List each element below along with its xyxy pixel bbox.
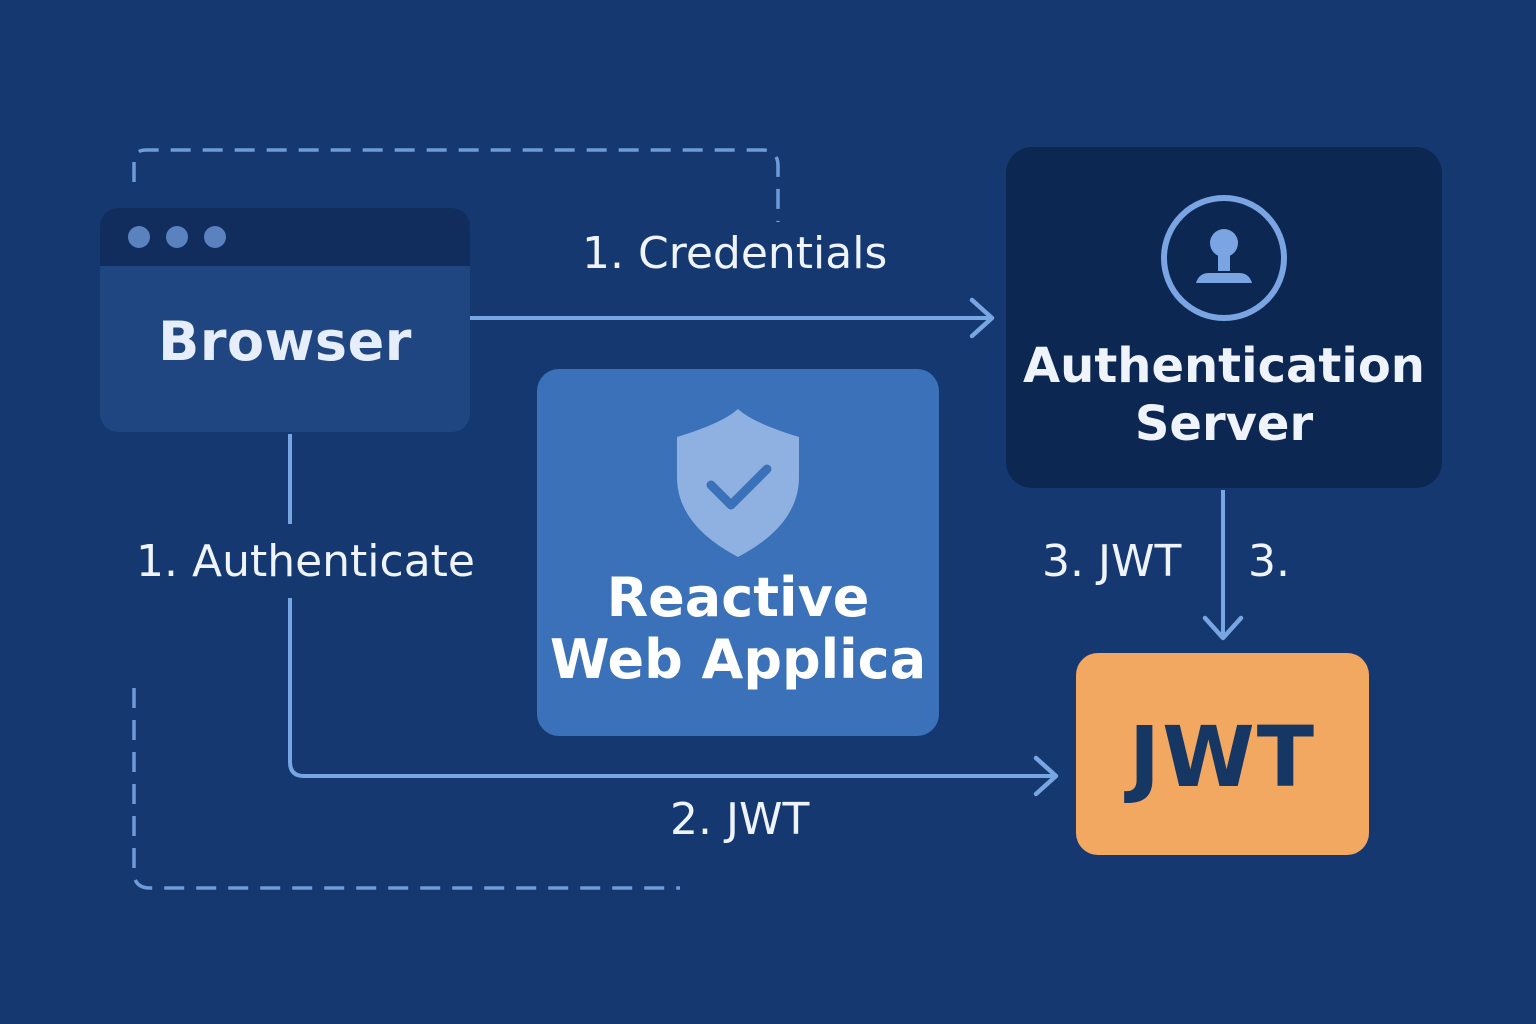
- credentials-arrow-head: [969, 297, 995, 339]
- edge-label-step3: 3.: [1248, 536, 1290, 587]
- auth-server-label-line1: Authentication: [1023, 338, 1425, 394]
- browser-label: Browser: [158, 310, 412, 373]
- web-app-label-line2: Web Applica: [549, 628, 927, 691]
- web-app-node: Reactive Web Applica: [537, 369, 939, 736]
- authenticate-line-lower: [288, 598, 1054, 778]
- edge-label-authenticate: 1. Authenticate: [136, 536, 476, 587]
- window-dot-icon: [128, 226, 150, 248]
- shield-check-icon: [677, 409, 799, 557]
- browser-titlebar: [100, 208, 470, 266]
- auth-server-label-line2: Server: [1134, 396, 1314, 452]
- auth-server-node: Authentication Server: [1006, 147, 1442, 488]
- dashed-loop-bottom: [132, 688, 680, 890]
- edge-label-jwt-to-browser: 2. JWT: [670, 794, 810, 845]
- auth-server-label: Authentication Server: [1006, 337, 1442, 453]
- jwt-arrow-head: [1033, 755, 1059, 797]
- web-app-label-line1: Reactive: [606, 567, 870, 629]
- web-app-label: Reactive Web Applica: [517, 567, 959, 691]
- window-dot-icon: [166, 226, 188, 248]
- edge-label-credentials: 1. Credentials: [582, 228, 888, 279]
- jwt-label: JWT: [1128, 708, 1317, 806]
- window-dot-icon: [204, 226, 226, 248]
- user-circle-icon: [1161, 195, 1287, 321]
- browser-node: Browser: [100, 208, 470, 432]
- edge-label-jwt-from-server: 3. JWT: [1042, 536, 1182, 587]
- dashed-loop-top: [132, 148, 780, 222]
- server-jwt-arrow-head: [1202, 615, 1244, 641]
- jwt-node: JWT: [1076, 653, 1369, 855]
